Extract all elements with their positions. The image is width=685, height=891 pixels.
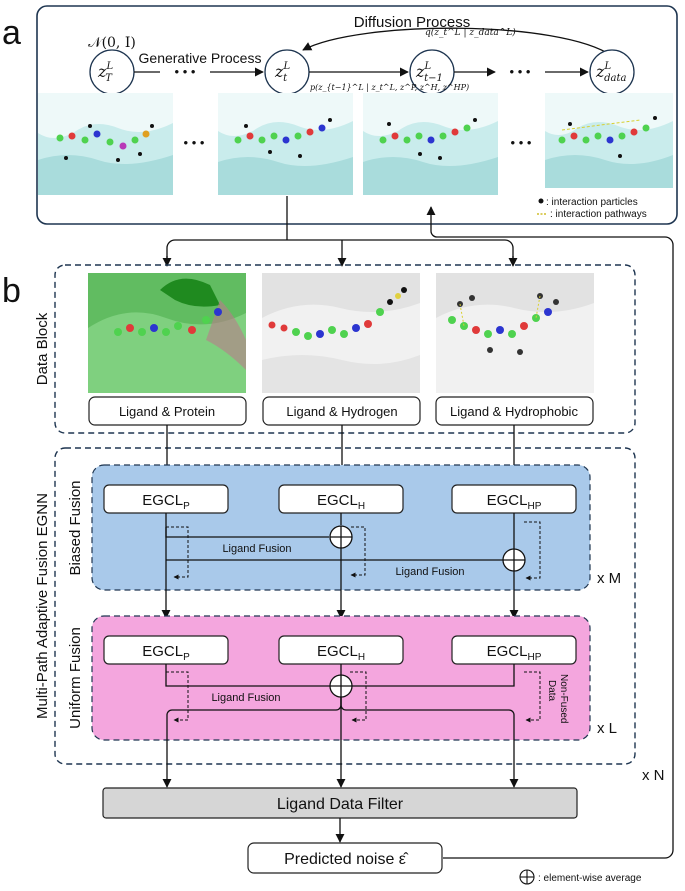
legend-pathways-label: : interaction pathways <box>550 209 647 220</box>
a-to-b-branch <box>166 239 514 258</box>
svg-text:zLT: zLT <box>97 61 113 84</box>
data-label-hydrogen: Ligand & Hydrogen <box>286 404 397 419</box>
non-fused-label-1: Non-Fused <box>558 674 569 723</box>
feedback-loop-arrow <box>426 206 674 859</box>
legend-particle-icon <box>538 198 544 204</box>
egcl-hp-uniform: EGCLHP <box>487 643 542 663</box>
uniform-repeat-label: x L <box>597 720 617 737</box>
ligand-data-filter-label: Ligand Data Filter <box>277 796 404 813</box>
ellipsis-5: • • • <box>511 135 532 150</box>
uniform-out-hp <box>340 697 519 788</box>
normal-dist-label: 𝒩(0, I) <box>88 35 136 51</box>
uniform-fusion-label: Uniform Fusion <box>67 627 84 729</box>
footnote-label: : element-wise average <box>538 873 642 884</box>
generative-label: Generative Process <box>139 50 262 66</box>
egnn-label: Multi-Path Adaptive Fusion EGNN <box>34 493 51 719</box>
mol-thumb-a2 <box>218 93 353 195</box>
ellipsis-1: • • • <box>175 64 196 79</box>
panel-b-letter: b <box>2 272 21 310</box>
egcl-h-biased: EGCLH <box>317 492 365 512</box>
predicted-noise-box <box>247 842 443 874</box>
biased-residual-2 <box>350 526 366 578</box>
legend-particles-label: : interaction particles <box>546 197 638 208</box>
biased-fusion-label-2: Ligand Fusion <box>395 566 464 578</box>
mol-image-hydrophobic <box>436 273 594 393</box>
uniform-residual-3 <box>524 671 541 723</box>
uniform-fusion-label-text: Ligand Fusion <box>211 692 280 704</box>
data-label-protein: Ligand & Protein <box>119 404 215 419</box>
predicted-noise-label: Predicted noise ε̂ <box>284 851 409 868</box>
egcl-h-uniform: EGCLH <box>317 643 365 663</box>
ellipsis-3: • • • <box>184 135 205 150</box>
uniform-residual-2 <box>350 671 367 723</box>
transition-formula: p(z_{t−1}^L | z_t^L, z^P, z^H, z^HP) <box>310 83 469 92</box>
non-fused-label-2: Data <box>546 680 557 702</box>
mol-image-hydrogen <box>262 273 420 393</box>
mol-thumb-a4 <box>545 93 673 188</box>
egcl-p-biased: EGCLP <box>142 492 190 512</box>
panel-a-letter: a <box>2 14 21 52</box>
biased-fusion-label-1: Ligand Fusion <box>222 543 291 555</box>
diffusion-label: Diffusion Process <box>354 14 470 31</box>
mol-thumb-a3 <box>363 93 498 195</box>
svg-text:zLt: zLt <box>274 61 290 84</box>
mol-image-protein <box>88 273 246 393</box>
egnn-frame <box>54 447 636 765</box>
uniform-line-hp <box>352 664 515 687</box>
outer-repeat-label: x N <box>642 767 665 784</box>
panel-a-frame <box>36 5 678 225</box>
mol-thumb-a1 <box>38 93 173 195</box>
egcl-p-uniform: EGCLP <box>142 643 190 663</box>
uniform-line-p <box>165 664 330 687</box>
egcl-hp-biased: EGCLHP <box>487 492 542 512</box>
uniform-residual-1 <box>166 671 189 723</box>
biased-fusion-label: Biased Fusion <box>67 480 84 575</box>
uniform-out-p <box>162 697 342 788</box>
biased-repeat-label: x M <box>597 570 621 587</box>
biased-fusion-line-1 <box>165 527 329 538</box>
ellipsis-2: • • • <box>510 64 531 79</box>
data-block-frame <box>54 264 636 434</box>
biased-residual-1 <box>166 526 189 580</box>
diffusion-formula: q(z_t^L | z_data^L) <box>425 27 516 38</box>
data-label-hydrophobic: Ligand & Hydrophobic <box>450 404 578 419</box>
diffusion-arc <box>302 27 613 57</box>
svg-text:zLt−1: zLt−1 <box>415 61 443 84</box>
biased-residual-3 <box>524 521 541 581</box>
data-block-label: Data Block <box>34 312 51 385</box>
